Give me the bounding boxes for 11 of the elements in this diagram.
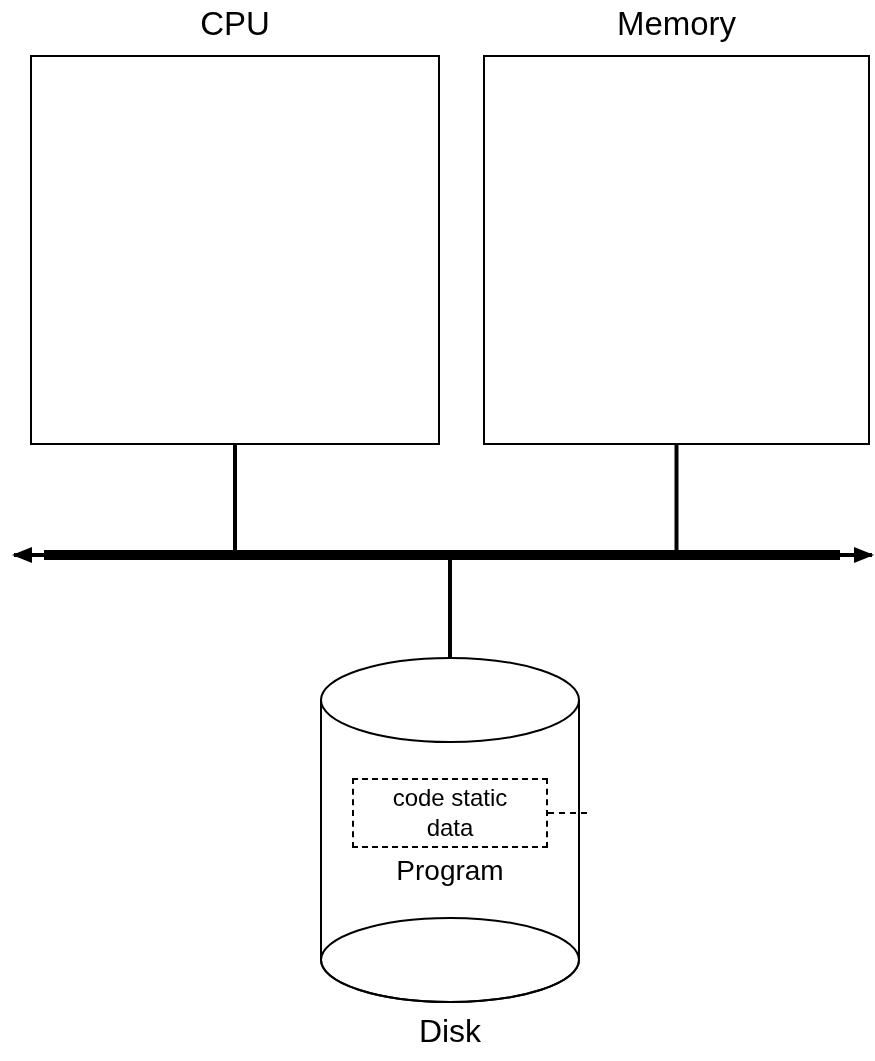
component-label: Memory bbox=[615, 4, 738, 44]
region-text: code static data bbox=[391, 783, 509, 843]
connector-line bbox=[233, 445, 237, 550]
connector-line bbox=[674, 445, 679, 550]
component-label: CPU bbox=[199, 4, 271, 44]
region-caption: Program bbox=[395, 854, 505, 888]
connector-line bbox=[448, 560, 452, 658]
arrow bbox=[840, 547, 874, 563]
disk-label: Disk bbox=[417, 1012, 483, 1051]
system-bus bbox=[44, 550, 840, 560]
arrow bbox=[12, 547, 44, 563]
